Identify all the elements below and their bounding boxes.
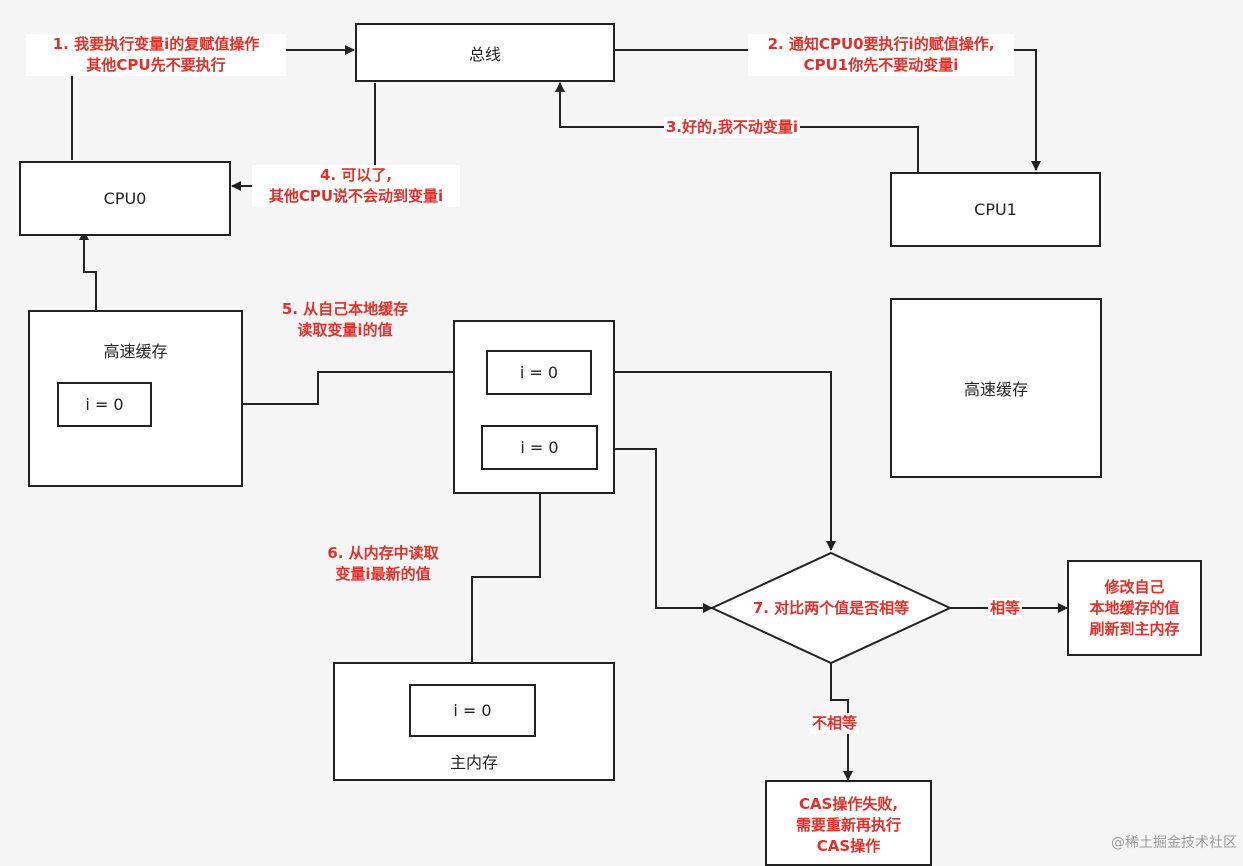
bus-label: 总线 xyxy=(468,44,501,64)
memory-value: i = 0 xyxy=(453,701,492,720)
cache-left-label: 高速缓存 xyxy=(103,342,168,361)
cache-left-value: i = 0 xyxy=(85,395,124,414)
edge-top-to-decision xyxy=(591,371,836,551)
step6-line-1: 6. 从内存中读取 xyxy=(327,544,439,562)
edge-memory-to-compare xyxy=(471,470,545,685)
cache-right-box: 高速缓存 xyxy=(890,298,1102,478)
failure-line-1: CAS操作失败, xyxy=(798,795,899,813)
decision-label: 7. 对比两个值是否相等 xyxy=(752,599,910,617)
step4-line-2: 其他CPU说不会动到变量i xyxy=(268,187,444,205)
step2-line-1: 2. 通知CPU0要执行i的赋值操作, xyxy=(767,35,995,53)
success-line-1: 修改自己 xyxy=(1104,577,1165,596)
step2-annotation: 2. 通知CPU0要执行i的赋值操作, CPU1你先不要动变量i xyxy=(748,34,1014,76)
step6-line-2: 变量i最新的值 xyxy=(335,565,431,583)
compare-top-value: i = 0 xyxy=(519,363,559,382)
bus-box: 总线 xyxy=(355,23,615,82)
step1-annotation: 1. 我要执行变量i的复赋值操作 其他CPU先不要执行 xyxy=(26,34,286,76)
success-line-3: 刷新到主内存 xyxy=(1089,619,1180,638)
step4-annotation: 4. 可以了, 其他CPU说不会动到变量i xyxy=(252,165,460,207)
decision-diamond xyxy=(709,551,953,665)
cpu1-label: CPU1 xyxy=(974,200,1017,219)
step4-line-1: 4. 可以了, xyxy=(319,166,393,184)
compare-bottom-box: i = 0 xyxy=(481,425,598,470)
cpu1-box: CPU1 xyxy=(890,172,1101,247)
step5-line-1: 5. 从自己本地缓存 xyxy=(281,300,409,318)
step5-annotation: 5. 从自己本地缓存 读取变量i的值 xyxy=(270,299,420,341)
compare-top-box: i = 0 xyxy=(486,350,592,395)
step1-line-2: 其他CPU先不要执行 xyxy=(86,56,226,74)
cpu0-box: CPU0 xyxy=(19,161,231,236)
edge-cache-to-cpu0 xyxy=(79,230,97,310)
cache-right-label: 高速缓存 xyxy=(963,380,1028,399)
memory-value-box: i = 0 xyxy=(409,684,536,737)
step3-annotation: 3.好的,我不动变量i xyxy=(664,117,800,138)
memory-label: 主内存 xyxy=(449,753,498,772)
success-line-2: 本地缓存的值 xyxy=(1089,598,1180,617)
edge-label-equal: 相等 xyxy=(988,598,1023,619)
step5-line-2: 读取变量i的值 xyxy=(297,321,393,339)
compare-bottom-value: i = 0 xyxy=(520,438,559,457)
cpu0-label: CPU0 xyxy=(103,189,147,208)
failure-line-2: 需要重新再执行 xyxy=(795,816,901,834)
success-box: 修改自己 本地缓存的值 刷新到主内存 xyxy=(1067,560,1202,656)
failure-line-3: CAS操作 xyxy=(816,837,881,855)
step6-annotation: 6. 从内存中读取 变量i最新的值 xyxy=(318,543,448,585)
edge-decision-to-failure xyxy=(830,663,853,781)
step1-line-1: 1. 我要执行变量i的复赋值操作 xyxy=(52,35,260,53)
failure-box: CAS操作失败, 需要重新再执行 CAS操作 xyxy=(765,780,932,866)
edge-label-not-equal: 不相等 xyxy=(810,713,860,734)
step2-line-2: CPU1你先不要动变量i xyxy=(803,56,959,74)
edge-bottom-to-decision xyxy=(597,448,713,613)
watermark: @稀土掘金技术社区 xyxy=(1111,835,1237,851)
cache-left-value-box: i = 0 xyxy=(57,382,152,427)
